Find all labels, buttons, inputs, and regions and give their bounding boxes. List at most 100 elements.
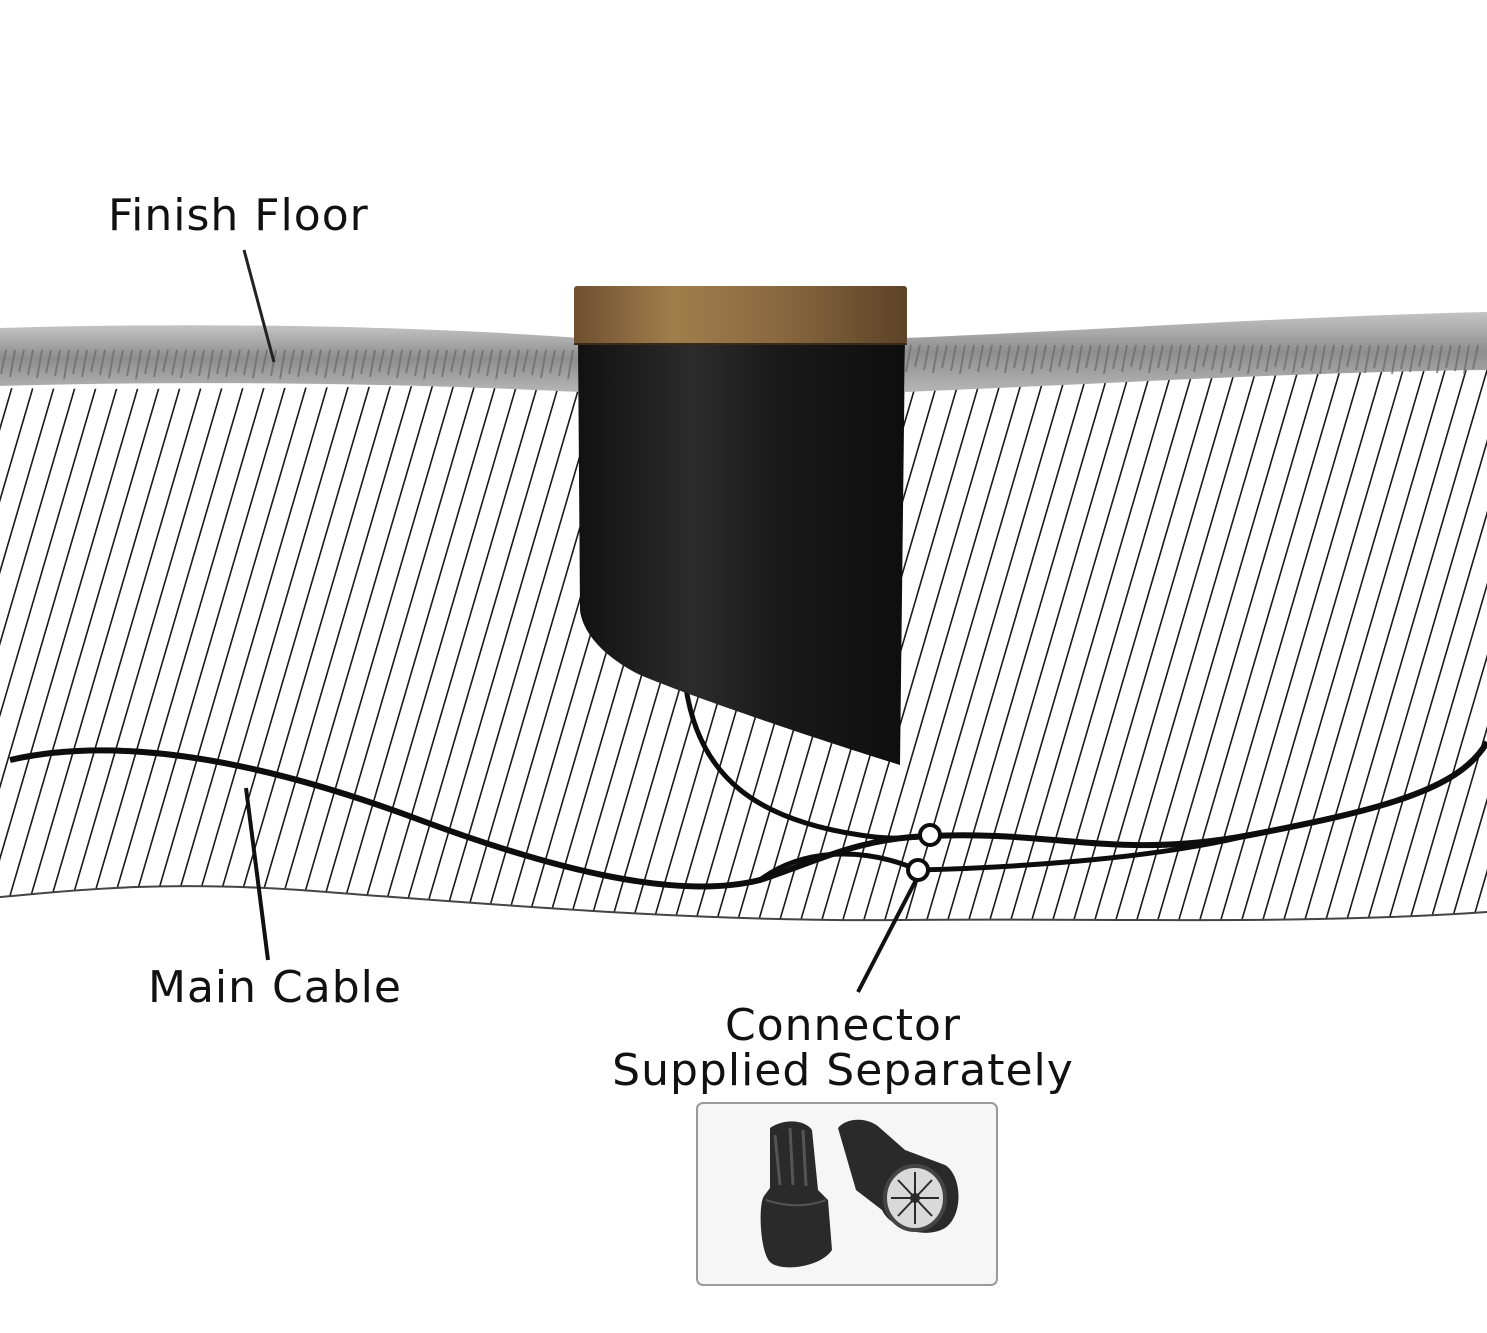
floor-texture-mark (1184, 344, 1191, 370)
floor-texture-mark (1211, 344, 1218, 371)
hatch-line (1235, 368, 1407, 921)
floor-texture-mark (171, 349, 178, 376)
floor-texture-mark (333, 349, 340, 374)
floor-texture-mark (1220, 344, 1227, 374)
hatch-line (1361, 368, 1487, 921)
floor-texture-mark (360, 349, 367, 375)
floor-texture-mark (1364, 344, 1371, 374)
floor-texture-mark (1337, 344, 1344, 373)
hatch-line (878, 368, 1050, 921)
floor-texture-mark (351, 349, 358, 380)
floor-texture-mark (108, 349, 115, 379)
floor-texture-mark (522, 349, 529, 373)
floor-texture-mark (1454, 344, 1461, 372)
floor-texture-mark (477, 349, 484, 374)
floor-texture-mark (1436, 344, 1443, 374)
floor-texture-mark (495, 349, 502, 380)
floor-texture-mark (549, 349, 556, 374)
floor-texture-mark (1427, 344, 1434, 371)
hatch-line (290, 368, 462, 921)
floor-texture-mark (270, 349, 277, 377)
floor-texture-mark (1040, 344, 1047, 370)
hatch-line (1193, 368, 1365, 921)
floor-texture-mark (1229, 344, 1236, 369)
fixture-lead-wire-2 (758, 851, 919, 883)
hatch-line (122, 368, 294, 921)
floor-texture-mark (1022, 344, 1029, 372)
floor-texture-mark (1472, 344, 1479, 370)
wire-nut-open-icon (838, 1119, 959, 1233)
floor-texture-mark (1265, 344, 1272, 373)
hatch-line (0, 368, 21, 921)
floor-texture-mark (932, 344, 939, 374)
floor-texture-mark (279, 349, 286, 380)
fixture-body (578, 340, 905, 765)
connector-leader (856, 879, 918, 993)
main-cable-label: Main Cable (148, 962, 402, 1013)
floor-texture-mark (977, 344, 984, 373)
floor-texture-mark (1112, 344, 1119, 370)
hatch-line (1277, 368, 1449, 921)
floor-texture-mark (531, 349, 538, 376)
hatch-line (1382, 368, 1487, 921)
floor-texture-mark (1175, 344, 1182, 375)
floor-texture-mark (432, 349, 439, 375)
floor-texture-mark (1103, 344, 1110, 375)
floor-texture-mark (1166, 344, 1173, 372)
connector-node-top (918, 823, 942, 847)
floor-texture-mark (207, 349, 214, 380)
floor-texture-mark (405, 349, 412, 374)
floor-texture-mark (1202, 344, 1209, 368)
hatch-line (206, 368, 378, 921)
floor-texture-mark (144, 349, 151, 375)
floor-texture-mark (1058, 344, 1065, 368)
hatch-line (0, 368, 105, 921)
floor-texture-mark (513, 349, 520, 378)
floor-texture-mark (1355, 344, 1362, 371)
wire-nut-icon (760, 1121, 832, 1268)
hatch-line (983, 368, 1155, 921)
hatch-line (1214, 368, 1386, 921)
floor-texture-mark (941, 344, 948, 369)
floor-texture-mark (441, 349, 448, 378)
floor-texture-mark (18, 349, 25, 373)
hatch-line (0, 368, 168, 921)
floor-texture-mark (1382, 344, 1389, 372)
hatch-line (38, 368, 210, 921)
hatch-line (1319, 368, 1487, 921)
hatch-line (248, 368, 420, 921)
hatch-line (1445, 368, 1487, 921)
main-cable-branch (917, 832, 1251, 873)
floor-texture-mark (324, 349, 331, 379)
floor-texture-mark (378, 349, 385, 373)
floor-texture-mark (1139, 344, 1146, 371)
floor-texture-mark (99, 349, 106, 376)
floor-texture-mark (567, 349, 574, 380)
floor-texture-mark (540, 349, 547, 379)
floor-texture-mark (198, 349, 205, 377)
finish-floor-leader (242, 249, 276, 363)
floor-texture-mark (1013, 344, 1020, 369)
floor-texture-mark (504, 349, 511, 375)
floor-texture-mark (1130, 344, 1137, 368)
floor-texture-mark (180, 349, 187, 379)
floor-texture-mark (1238, 344, 1245, 372)
floor-texture-mark (1256, 344, 1263, 370)
floor-texture-mark (1373, 344, 1380, 369)
floor-texture-mark (315, 349, 322, 376)
hatch-line (311, 368, 483, 921)
ground-outline (0, 885, 1487, 922)
floor-texture-mark (1085, 344, 1092, 369)
floor-texture-mark (342, 349, 349, 377)
floor-texture-mark (1391, 344, 1398, 375)
hatch-line (1340, 368, 1487, 921)
floor-texture-mark (995, 344, 1002, 371)
floor-texture-mark (153, 349, 160, 378)
floor-texture-mark (306, 349, 313, 373)
hatch-line (1172, 368, 1344, 921)
hatch-line (1088, 368, 1260, 921)
floor-texture-mark (450, 349, 457, 373)
floor-texture-mark (288, 349, 295, 375)
floor-texture-mark (162, 349, 169, 373)
